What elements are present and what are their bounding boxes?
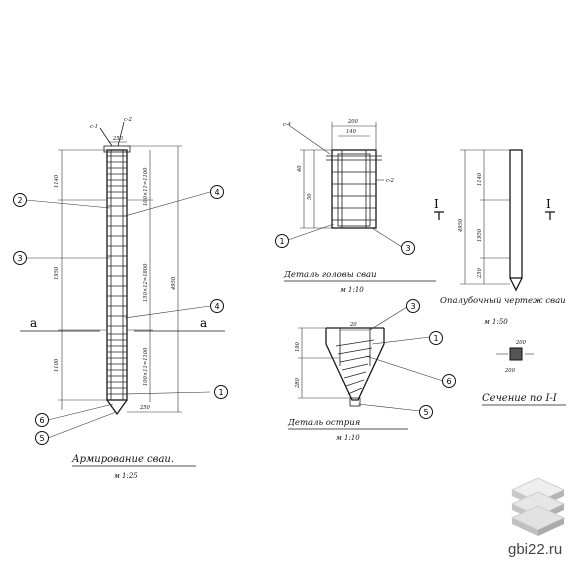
dim-head-140: 140 [346, 129, 357, 135]
dim-head-d1: 40 [297, 165, 303, 173]
dim-form-4950: 4950 [458, 218, 464, 233]
caption-formwork-scale: м 1:50 [484, 318, 508, 326]
dim-sec-200b: 200 [504, 368, 516, 374]
section-mark-a-right: а [200, 316, 207, 330]
section-view: 200 200 Сечение по I-I [482, 340, 566, 406]
tip-callout-1: 1 [433, 334, 438, 343]
head-callout-3: 3 [405, 244, 410, 253]
caption-formwork: Опалубочный чертеж сваи [440, 295, 566, 306]
dim-pile-total: 4950 [171, 276, 177, 291]
dim-pile-step2: 150×12=1800 [143, 263, 149, 302]
caption-tip-detail: Деталь острия [287, 418, 361, 428]
dim-tip-190: 190 [295, 341, 301, 352]
section-mark-a-left: а [30, 316, 37, 330]
label-c4: с-4 [283, 122, 291, 128]
pile-stirrups [107, 155, 127, 395]
dim-tip-280: 280 [295, 377, 301, 389]
logo-icon [510, 477, 566, 536]
tip-callout-3: 3 [410, 302, 415, 311]
dim-pile-1100: 1100 [54, 358, 60, 372]
pile-reinforcement-view: с-1 с-2 250 1140 1950 1100 100×11=1100 1… [13, 117, 228, 480]
head-detail-view: 200 140 40 50 с-4 с-2 1 3 Деталь головы … [275, 119, 436, 294]
head-callout-1: 1 [279, 237, 284, 246]
callout-5: 5 [39, 434, 44, 443]
caption-pile-reinforcement: Армирование сваи. [71, 454, 174, 465]
section-mark-I-right: I [546, 197, 551, 211]
watermark-text: gbi22.ru [508, 541, 562, 558]
section-mark-I-left: I [434, 197, 439, 211]
dim-pile-1950: 1950 [54, 266, 60, 280]
callout-4a: 4 [214, 188, 219, 197]
callout-4b: 4 [214, 302, 219, 311]
callout-3: 3 [17, 254, 22, 263]
dim-pile-step3: 100×11=1100 [143, 347, 149, 386]
label-c1: с-1 [90, 124, 98, 130]
pile-tip [106, 399, 128, 416]
tip-callout-5: 5 [423, 408, 428, 417]
caption-head-detail: Деталь головы сваи [283, 270, 377, 280]
label-c2b: с-2 [386, 178, 394, 184]
caption-section: Сечение по I-I [482, 393, 558, 404]
callout-1: 1 [218, 388, 223, 397]
dim-form-1950: 1950 [477, 228, 483, 242]
pile-outline [106, 149, 128, 401]
dim-head-d2: 50 [307, 193, 313, 200]
caption-head-detail-scale: м 1:10 [340, 286, 364, 294]
caption-tip-detail-scale: м 1:10 [336, 434, 360, 442]
formwork-view: 4950 1140 1950 250 I I Опалубочный черте… [434, 149, 566, 326]
dim-head-200: 200 [347, 119, 359, 125]
dim-pile-top: 250 [112, 136, 124, 142]
label-c2: с-2 [124, 117, 132, 123]
dim-form-250: 250 [477, 267, 483, 279]
dim-tip-20: 20 [349, 322, 357, 328]
dim-form-1140: 1140 [477, 172, 483, 186]
pile-callouts: 2 3 4 4 1 6 5 [13, 185, 228, 445]
dim-pile-step1: 100×11=1100 [143, 167, 149, 206]
callout-2: 2 [17, 196, 22, 205]
caption-pile-reinforcement-scale: м 1:25 [114, 472, 138, 480]
dim-pile-1140: 1140 [54, 174, 60, 188]
dim-pile-bottom: 250 [139, 405, 151, 411]
tip-callout-6: 6 [446, 377, 451, 386]
tip-detail-view: 190 280 20 3 1 6 5 Деталь острия м 1:10 [287, 299, 456, 442]
callout-6: 6 [39, 416, 44, 425]
dim-sec-200a: 200 [515, 340, 527, 346]
